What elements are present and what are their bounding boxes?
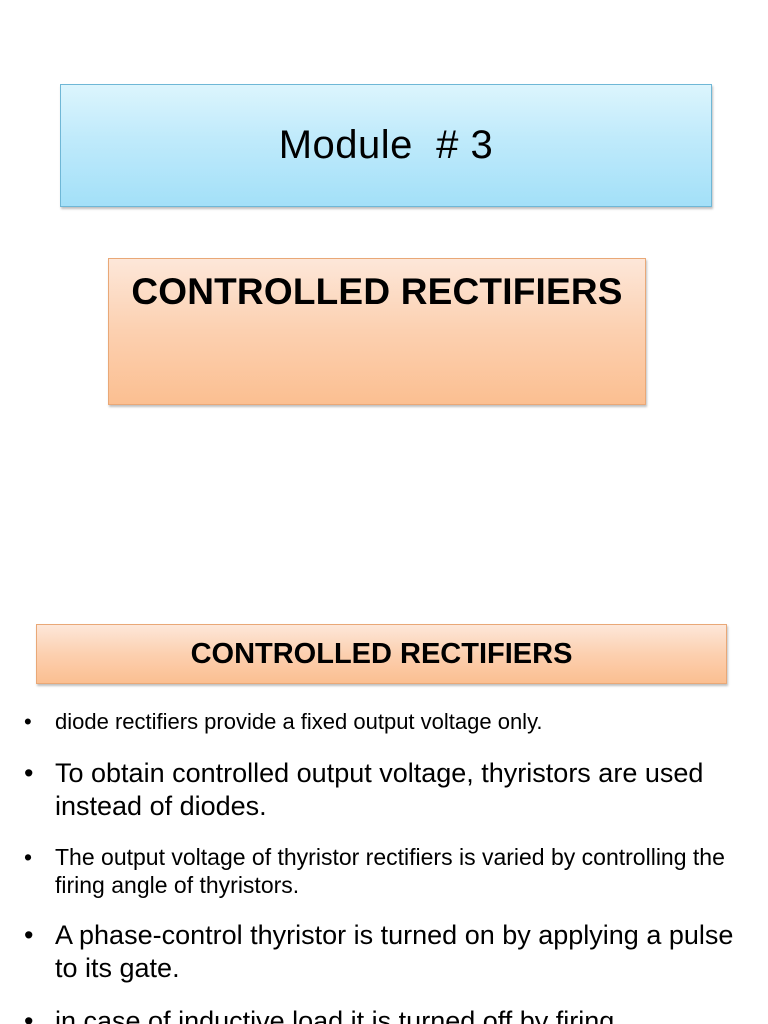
controlled-rectifiers-title-box: CONTROLLED RECTIFIERS (108, 258, 646, 405)
bullet-text: in case of inductive load it is turned o… (55, 1006, 615, 1024)
bullet-text: diode rectifiers provide a fixed output … (55, 709, 543, 734)
slide-title: CONTROLLED RECTIFIERS (131, 271, 623, 312)
bullet-item: • A phase-control thyristor is turned on… (24, 919, 744, 985)
bullet-dot-icon: • (24, 844, 33, 870)
bullet-text: To obtain controlled output voltage, thy… (55, 758, 704, 821)
bullet-item: • To obtain controlled output voltage, t… (24, 757, 744, 823)
section-header-bar: CONTROLLED RECTIFIERS (36, 624, 727, 684)
bullet-item: • diode rectifiers provide a fixed outpu… (24, 708, 744, 735)
bullet-dot-icon: • (24, 920, 34, 950)
bullet-item: • The output voltage of thyristor rectif… (24, 843, 744, 899)
section-header: CONTROLLED RECTIFIERS (190, 637, 573, 670)
module-title-box: Module # 3 (60, 84, 712, 207)
bullet-dot-icon: • (24, 758, 34, 788)
bullet-text: A phase-control thyristor is turned on b… (55, 920, 734, 983)
bullet-text: The output voltage of thyristor rectifie… (55, 844, 725, 898)
bullet-dot-icon: • (24, 709, 32, 734)
bullet-item: • in case of inductive load it is turned… (24, 1005, 744, 1024)
module-title: Module # 3 (278, 123, 494, 167)
bullet-dot-icon: • (24, 1006, 34, 1024)
bullet-list: • diode rectifiers provide a fixed outpu… (24, 708, 744, 1024)
